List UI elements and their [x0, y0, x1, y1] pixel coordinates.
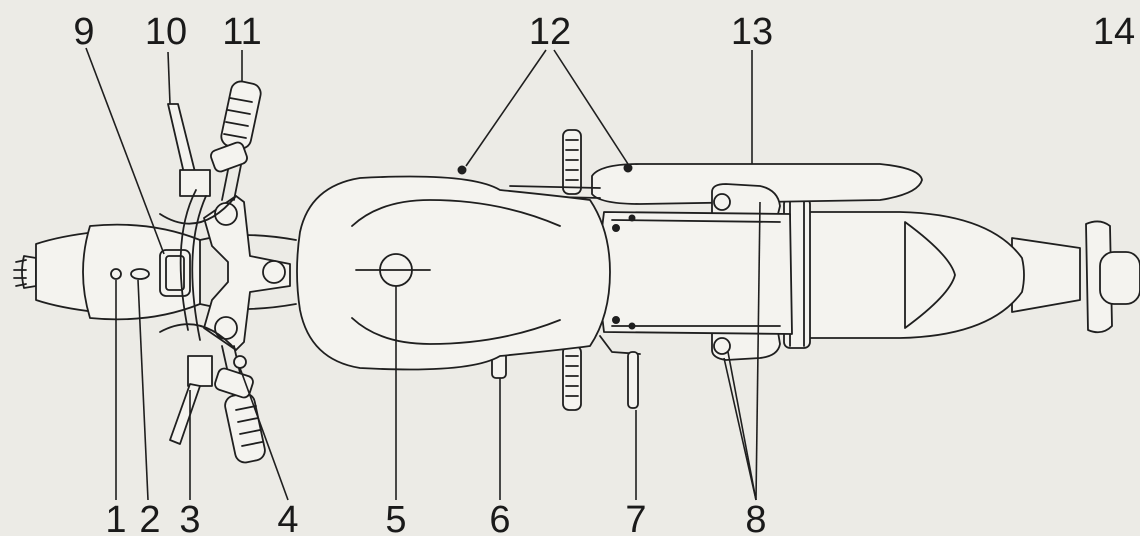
- callout-5: 5: [385, 499, 406, 536]
- seat: [591, 163, 923, 205]
- rear-shock-absorbers: [711, 183, 781, 361]
- motorcycle-drawing: [13, 80, 1140, 464]
- callout-3: 3: [179, 499, 200, 536]
- handlebar-assembly: [159, 80, 297, 464]
- callout-13: 13: [731, 11, 773, 53]
- callout-8: 8: [745, 499, 766, 536]
- light-switch: [130, 268, 150, 280]
- twist-grip-adjuster: [233, 355, 247, 369]
- callout-numbers: 1 2 3 4 5 6 7 8 9 10 11 12 13 14: [73, 11, 1135, 536]
- callout-11: 11: [222, 11, 261, 53]
- footrests: [509, 129, 601, 411]
- brake-pedal: [599, 335, 641, 409]
- callout-9: 9: [73, 11, 94, 53]
- frame-centre: [599, 211, 793, 335]
- headlamp: [13, 223, 201, 321]
- right-grip: [224, 392, 266, 464]
- callout-2: 2: [139, 499, 160, 536]
- brake-lever: [169, 383, 201, 445]
- rear-mudguard: [799, 211, 1025, 339]
- fuel-tank: [296, 175, 611, 371]
- callout-7: 7: [625, 499, 646, 536]
- rear-light-assembly: [1011, 220, 1140, 334]
- callout-10: 10: [145, 11, 187, 53]
- ignition-lock: [110, 268, 122, 280]
- leader-lines: [85, 47, 761, 501]
- callout-12: 12: [529, 11, 571, 53]
- callout-1: 1: [105, 499, 126, 536]
- speedometer: [159, 249, 191, 297]
- callout-6: 6: [489, 499, 510, 536]
- callout-14: 14: [1093, 11, 1135, 53]
- callout-4: 4: [277, 499, 298, 536]
- left-grip: [220, 80, 262, 150]
